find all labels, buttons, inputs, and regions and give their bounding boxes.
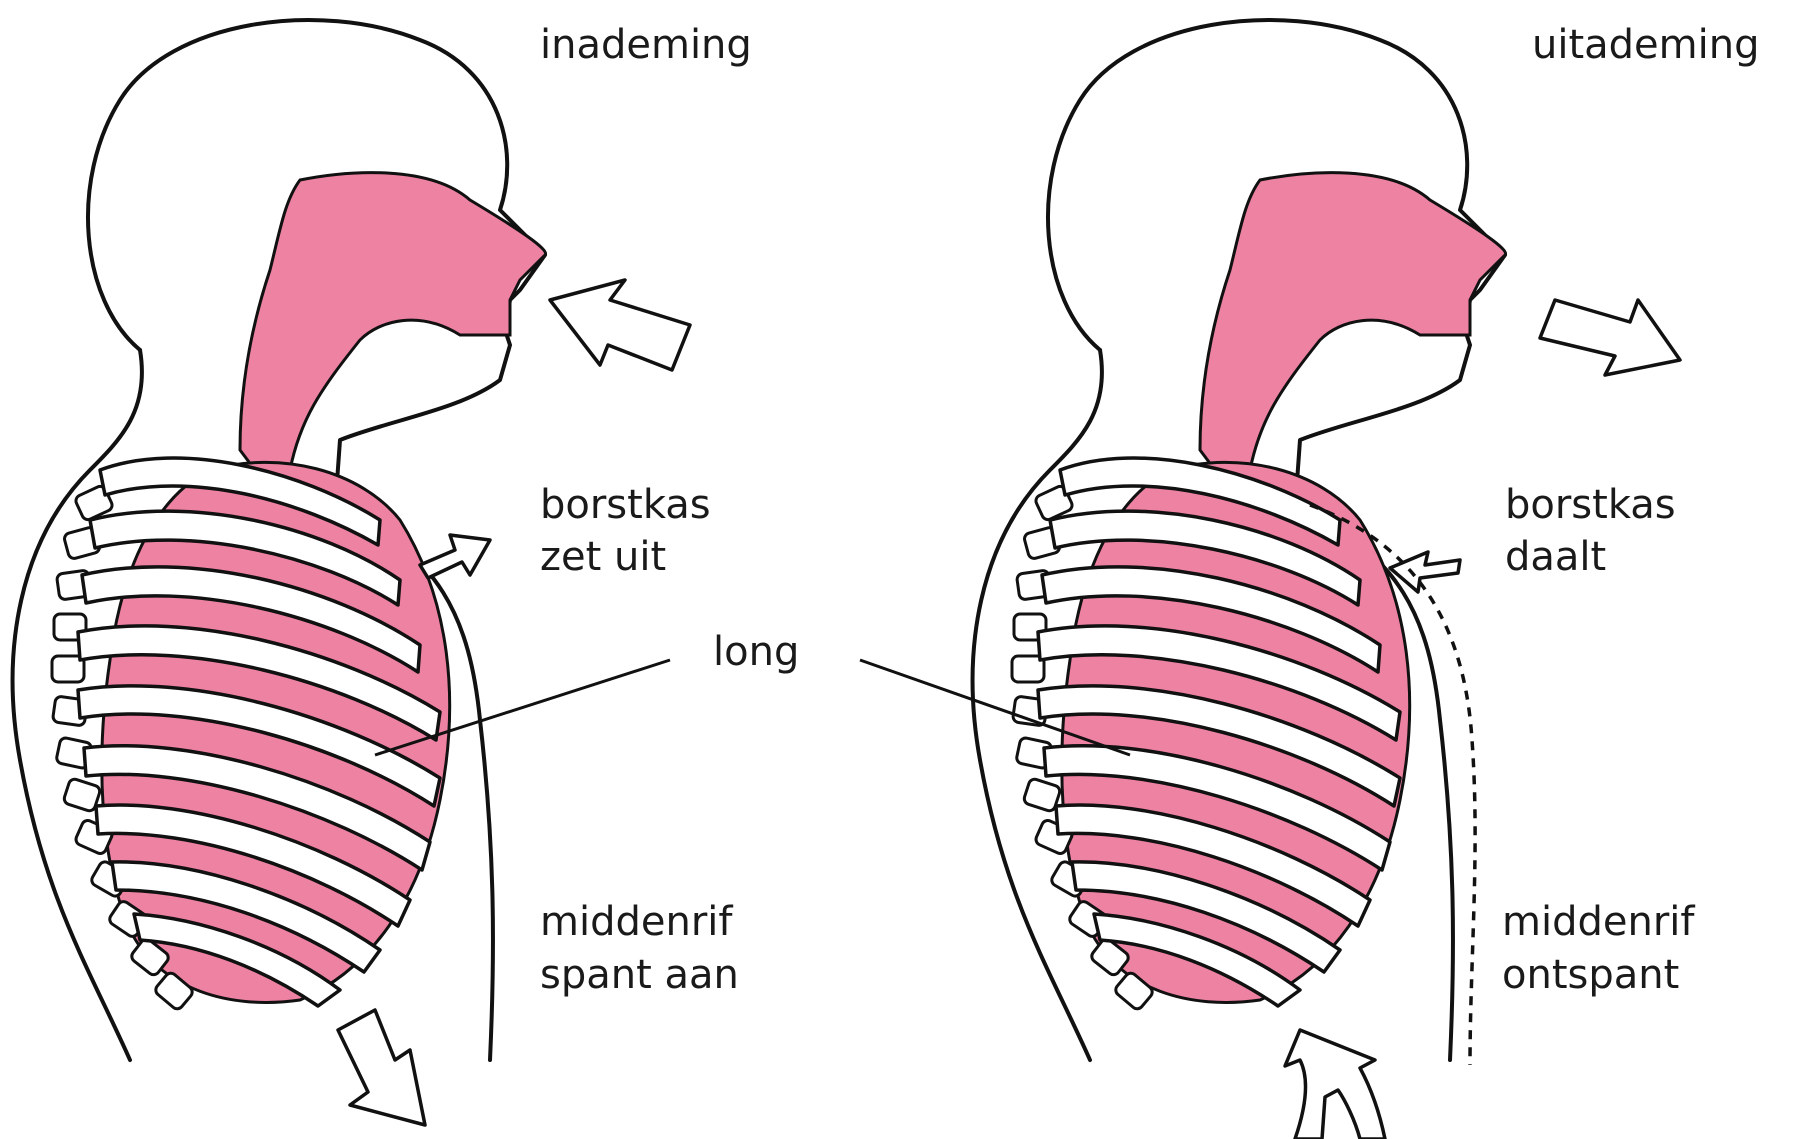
body-figure-exhale	[973, 20, 1506, 1060]
chest-label-left-line2: zet uit	[540, 534, 666, 580]
diaphragm-label-left-line1: middenrif	[540, 899, 733, 945]
diaphragm-label-right-line2: ontspant	[1502, 952, 1679, 998]
title-exhalation: uitademing	[1532, 22, 1759, 68]
title-inhalation: inademing	[540, 22, 752, 68]
chest-label-right-line2: daalt	[1505, 534, 1606, 580]
air-out-arrow	[1540, 300, 1680, 375]
diaphragm-up-arrow	[1285, 1030, 1385, 1139]
lung-label: long	[713, 629, 799, 675]
diaphragm-label-left-line2: spant aan	[540, 952, 739, 998]
chest-label-right-line1: borstkas	[1505, 482, 1676, 528]
air-in-arrow	[550, 280, 690, 370]
diaphragm-label-right-line1: middenrif	[1502, 899, 1695, 945]
chest-expand-arrow	[420, 535, 490, 578]
chest-label-left-line1: borstkas	[540, 482, 711, 528]
diaphragm-down-arrow	[338, 1010, 425, 1125]
